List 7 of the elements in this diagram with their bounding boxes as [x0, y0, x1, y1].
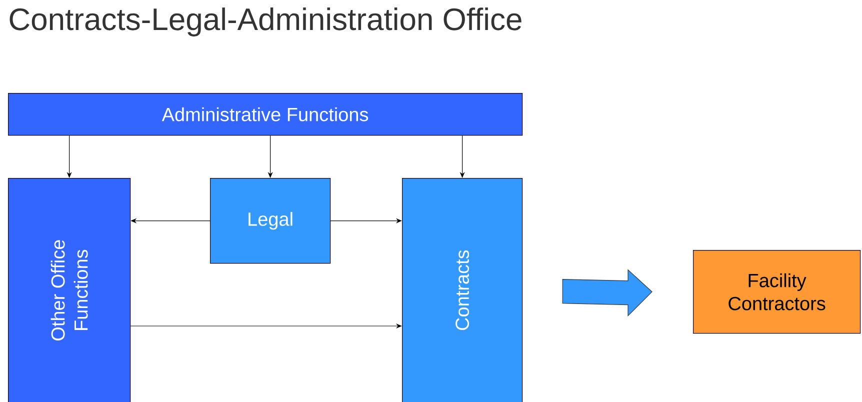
title: Contracts-Legal-Administration Office — [10, 8, 522, 36]
function-column: Contracts — [402, 178, 523, 402]
contractor-box: Facility Contractors — [693, 250, 861, 334]
block-arrow — [562, 269, 652, 317]
function-box: Administrative Functions — [8, 93, 523, 136]
function-box: Legal — [210, 178, 331, 264]
function-column: Other Office Functions — [8, 178, 131, 402]
